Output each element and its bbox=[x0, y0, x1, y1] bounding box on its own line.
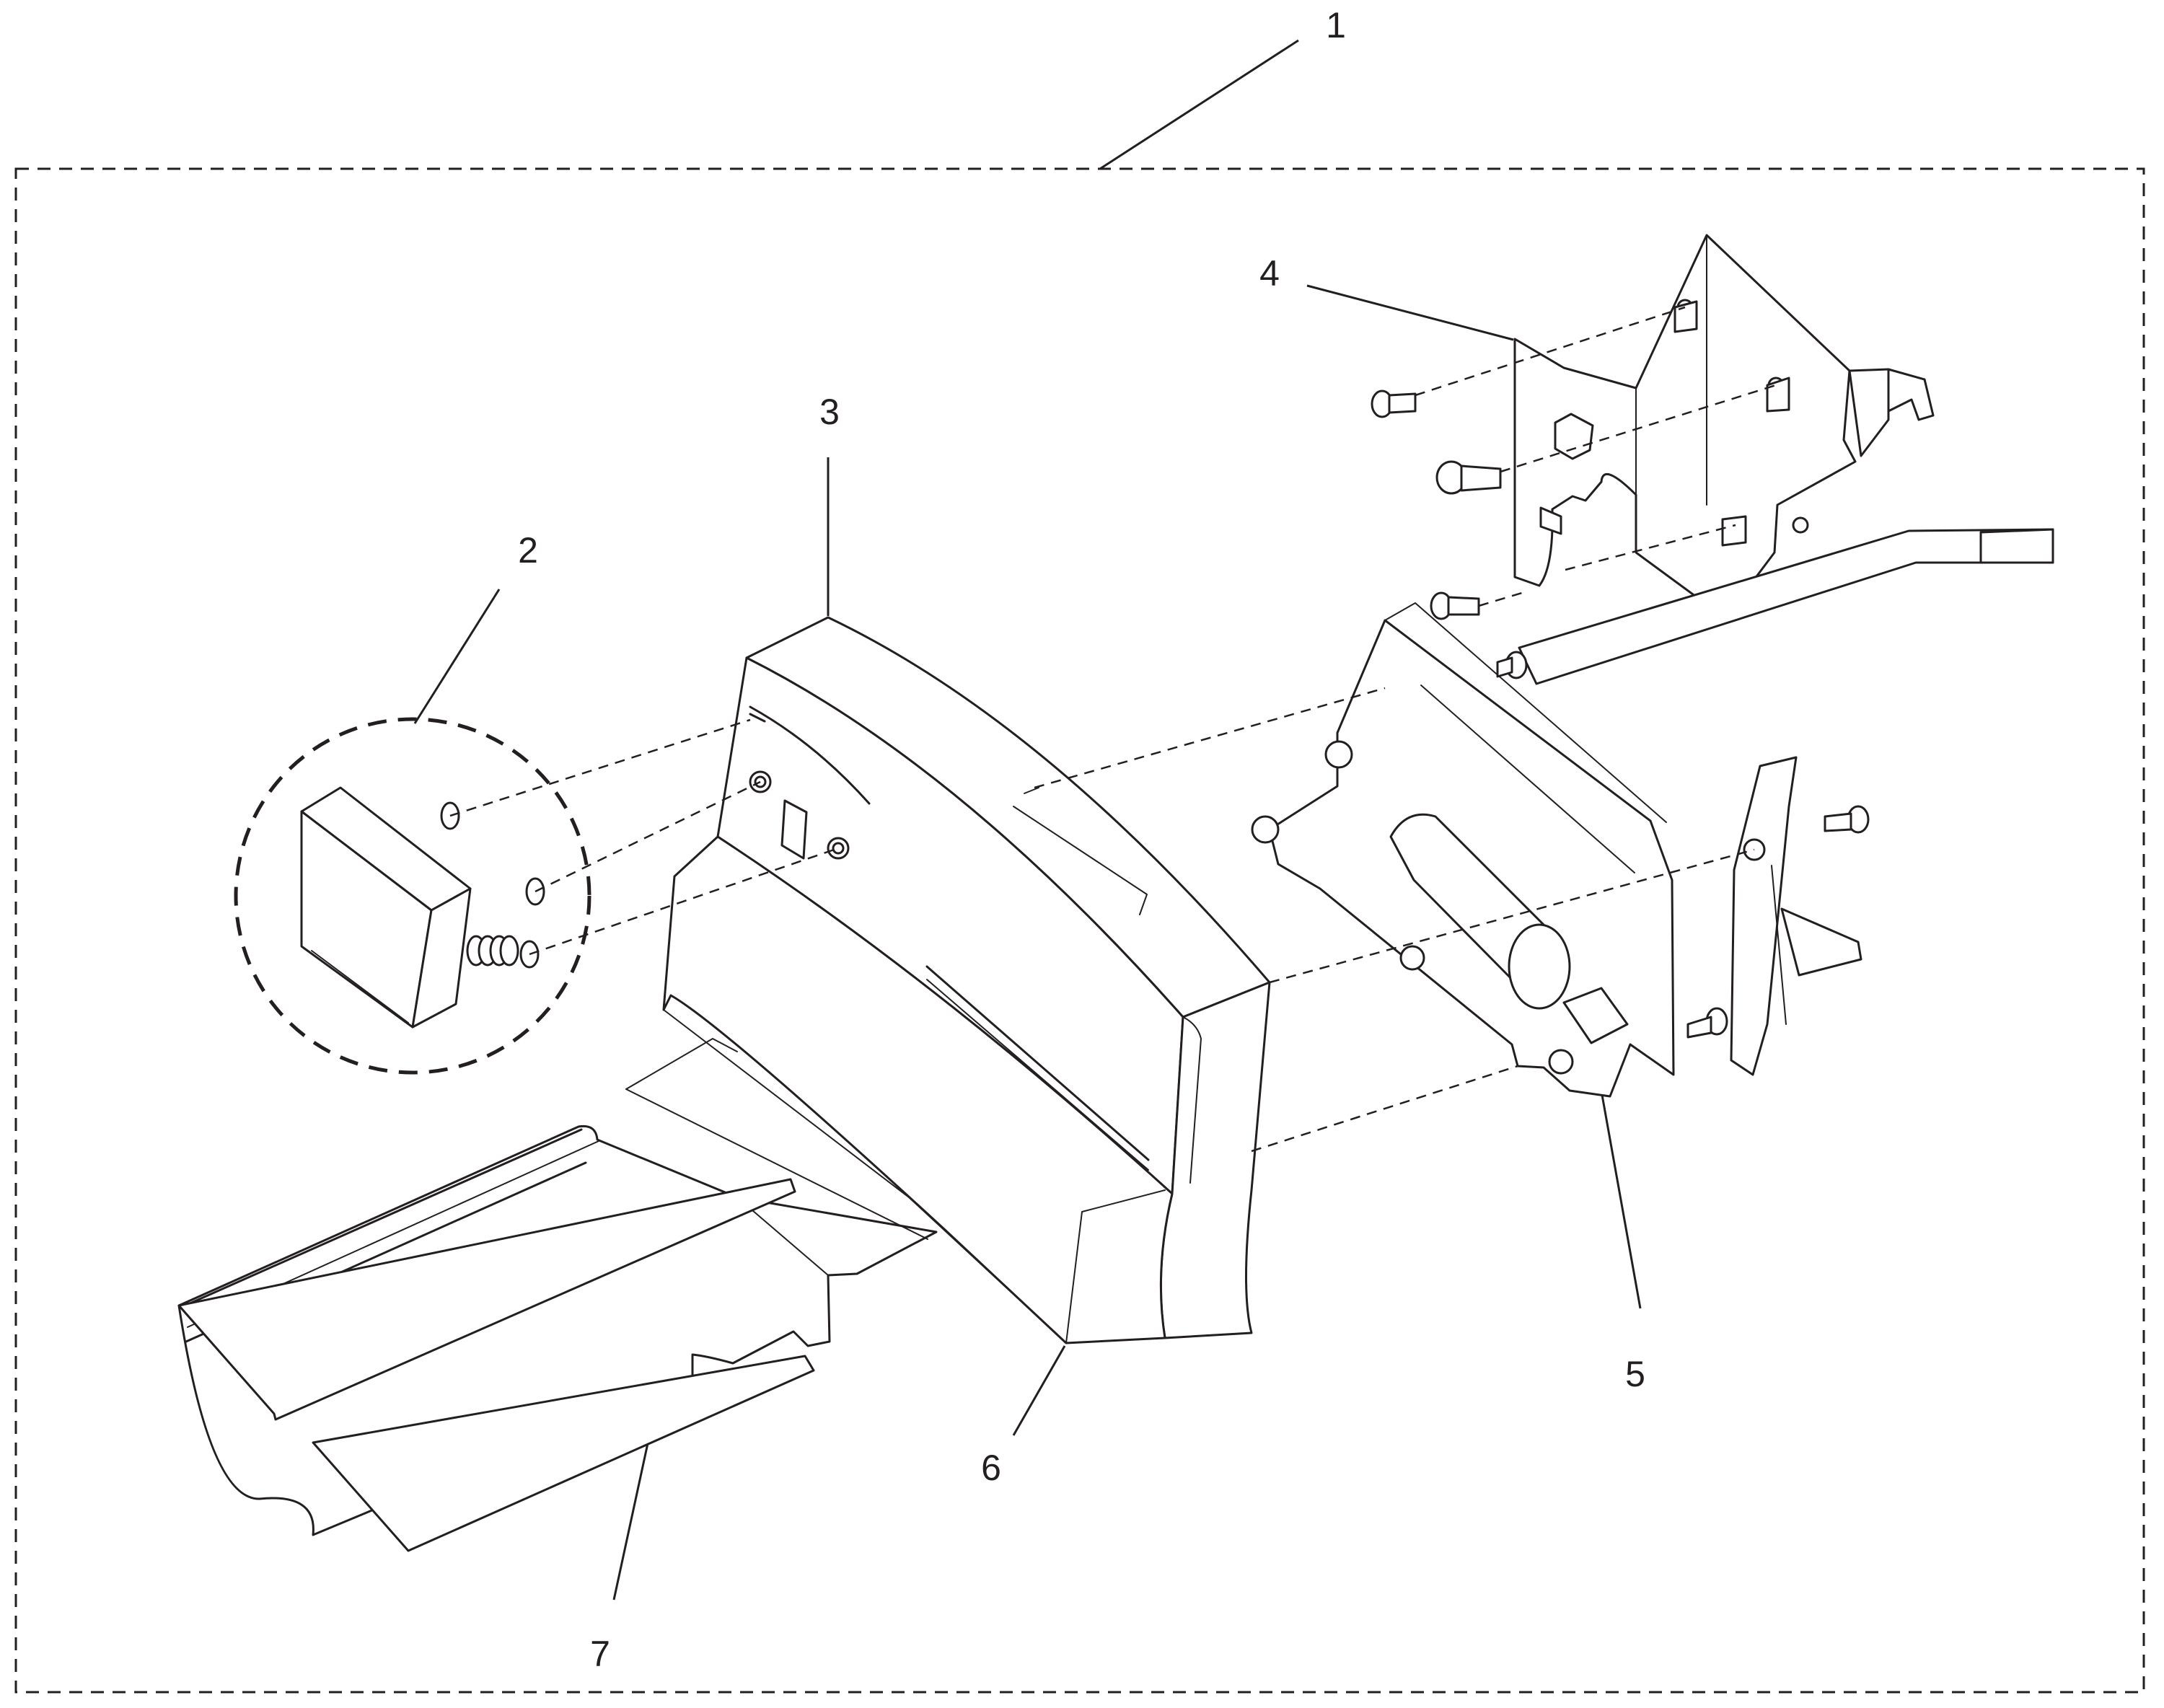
rear-bracket-board bbox=[1371, 234, 2054, 685]
callout-7: 7 bbox=[590, 1426, 653, 1674]
svg-text:6: 6 bbox=[981, 1448, 1001, 1488]
screw bbox=[1435, 460, 1502, 495]
svg-text:3: 3 bbox=[819, 392, 840, 432]
callout-2: 2 bbox=[413, 530, 538, 724]
svg-text:2: 2 bbox=[518, 530, 538, 571]
screw bbox=[1824, 805, 1870, 834]
callout-3: 3 bbox=[819, 392, 840, 616]
assembly-boundary-frame bbox=[14, 167, 2145, 1694]
callout-6: 6 bbox=[981, 1345, 1066, 1488]
callout-5: 5 bbox=[1599, 1086, 1645, 1394]
alignment-lines bbox=[449, 687, 1755, 1153]
print-mechanism bbox=[1251, 602, 1870, 1098]
screw bbox=[1496, 651, 1528, 679]
front-bezel-assembly bbox=[662, 616, 1271, 1344]
svg-text:4: 4 bbox=[1259, 253, 1280, 294]
callout-4: 4 bbox=[1259, 253, 1514, 341]
callout-1: 1 bbox=[1099, 5, 1346, 170]
svg-text:5: 5 bbox=[1625, 1354, 1645, 1394]
paper-tray bbox=[177, 1038, 938, 1552]
button-cap-detail bbox=[234, 717, 591, 1075]
svg-text:1: 1 bbox=[1326, 5, 1346, 45]
screw bbox=[1430, 591, 1480, 620]
screw bbox=[1686, 1007, 1728, 1039]
screw bbox=[1371, 389, 1417, 418]
svg-text:7: 7 bbox=[590, 1634, 610, 1674]
